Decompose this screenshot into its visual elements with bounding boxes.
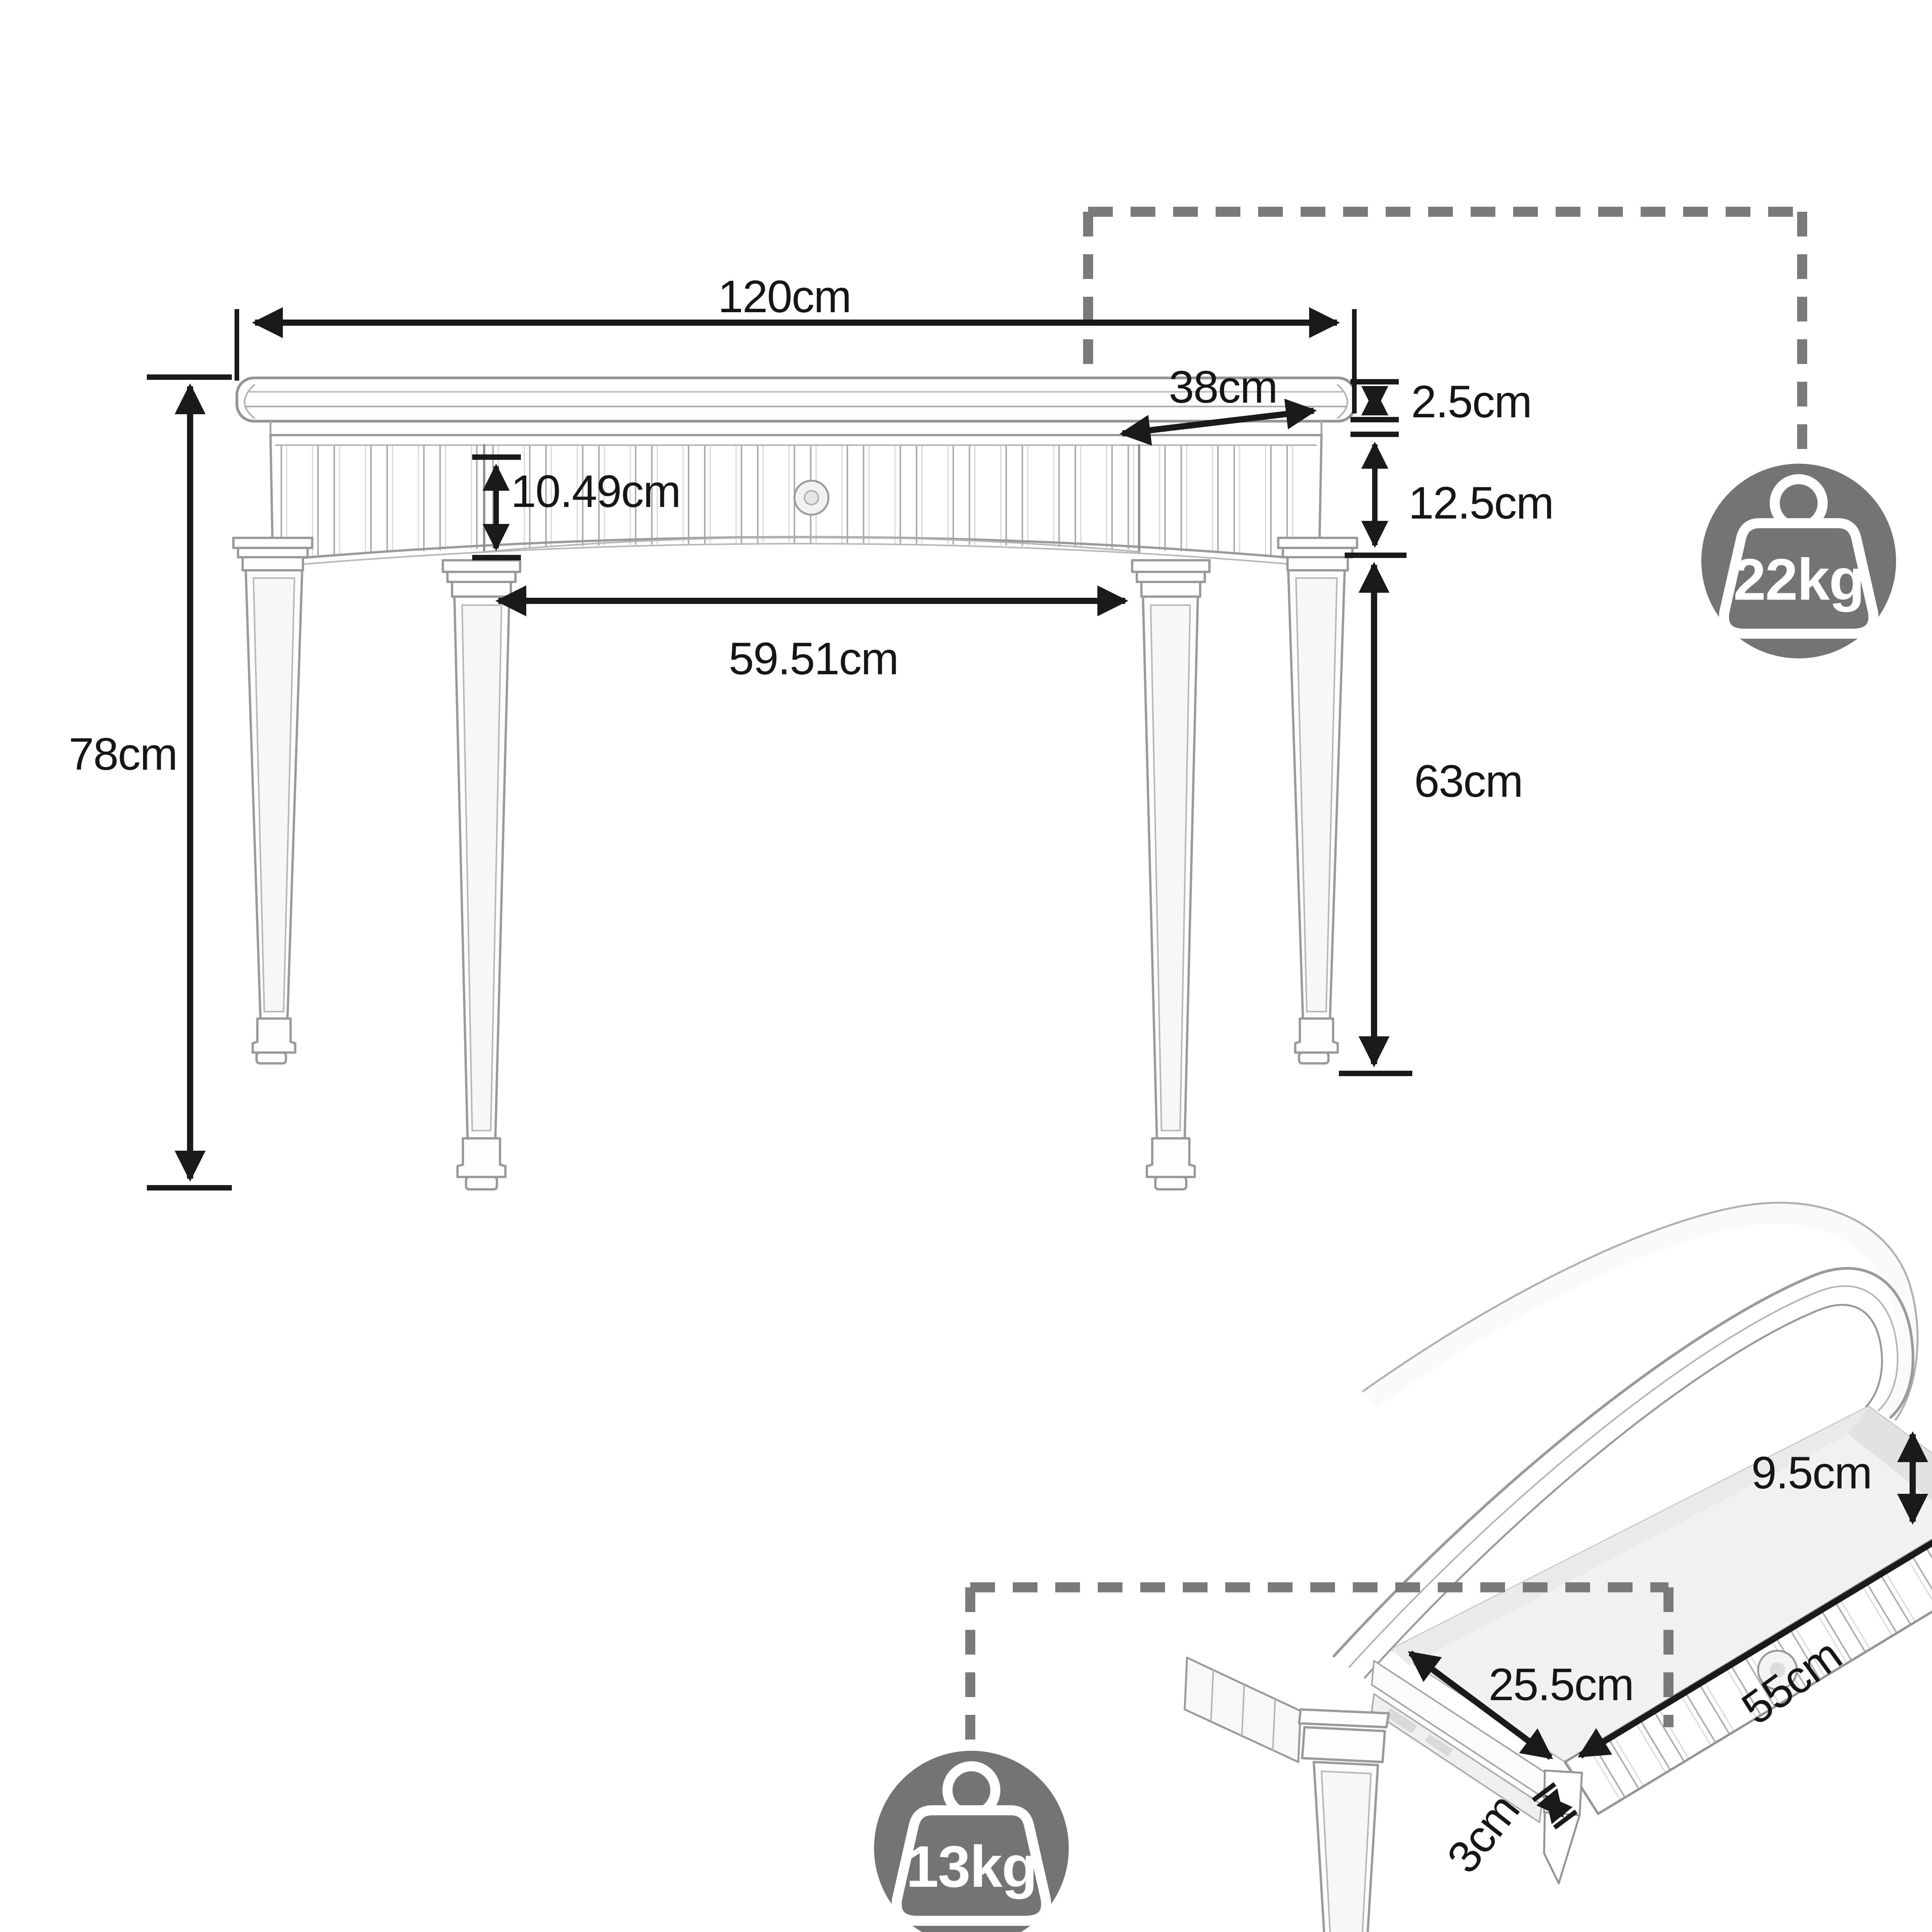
weight-13kg-label: 13kg [906,1834,1037,1900]
depth-label-drawer: 25.5cm [1489,1659,1634,1710]
dimension-clearance-63: 63cm [1339,562,1523,1076]
depth-label: 38cm [1169,362,1277,413]
dimension-depth-38: 38cm [1119,362,1317,446]
leg-front-left [442,559,521,1190]
dimension-apron-height-12-5: 12.5cm [1345,432,1554,558]
tabletop-front-edge-molding [1332,1267,1915,1679]
leg-back-right [1277,537,1358,1065]
leg-back-left [232,537,313,1065]
dimension-drawer-width-59-51: 59.51cm [495,585,1128,684]
apron-height-label: 12.5cm [1408,478,1553,529]
console-table-front-view [232,376,1358,1190]
drawer-width-label: 59.51cm [729,633,898,684]
leg-front-right [1131,559,1211,1190]
dimension-inner-depth-9-5: 9.5cm [1751,1431,1928,1525]
drawer-corner-block [1543,1769,1583,1816]
apron-left-stub [1184,1656,1302,1763]
top-thickness-label: 2.5cm [1411,376,1531,427]
clearance-label: 63cm [1414,756,1523,807]
dimension-top-thickness-2-5: 2.5cm [1350,376,1532,427]
dashed-connector-top [1083,207,1807,460]
leg-perspective-left [1298,1708,1390,1932]
inner-depth-label: 9.5cm [1751,1447,1871,1498]
dimension-width-120: 120cm [235,271,1357,413]
width-label: 120cm [718,271,851,322]
height-label: 78cm [69,729,177,780]
weight-22kg-label: 22kg [1733,547,1864,612]
dimension-drawer-height-10-49: 10.49cm [472,454,681,560]
drawer-height-label: 10.49cm [511,466,680,517]
dimension-depth-25-5: 25.5cm [1408,1650,1634,1760]
weight-badge-22kg: 22kg [1701,464,1896,658]
dimension-height-78: 78cm [69,374,232,1190]
drawer-knob [793,480,830,516]
tabletop-back-edge [1362,1202,1919,1421]
weight-badge-13kg: 13kg [874,1751,1069,1932]
